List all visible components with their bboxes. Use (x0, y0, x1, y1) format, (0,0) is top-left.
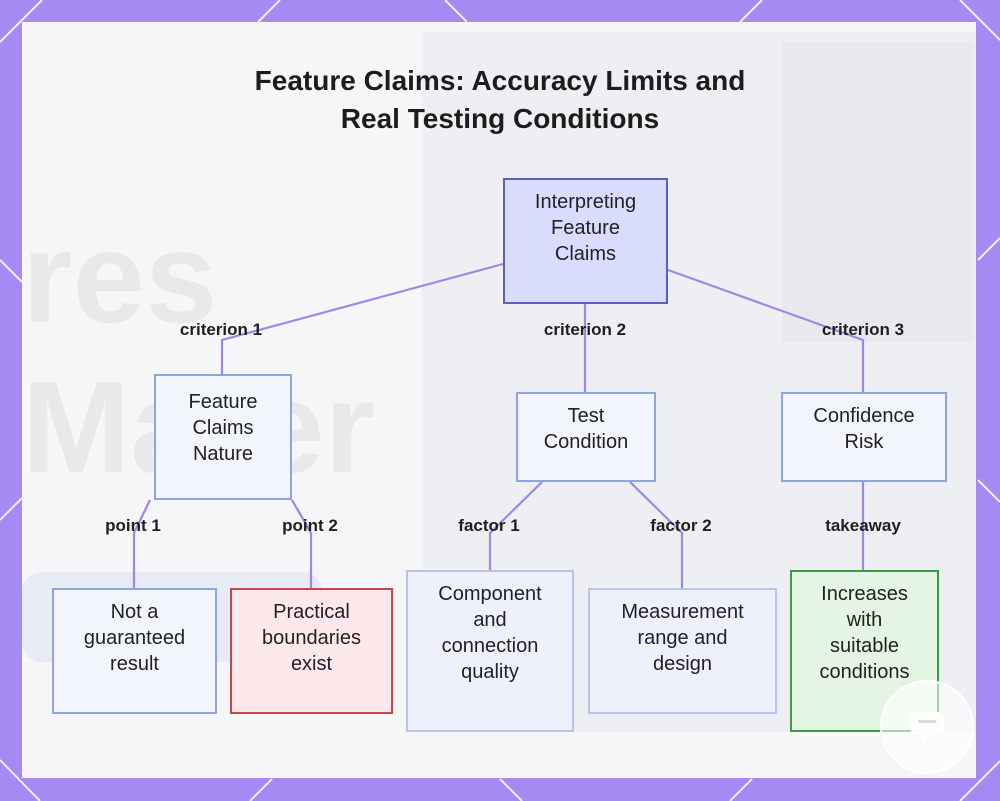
title-line-1: Feature Claims: Accuracy Limits and (254, 65, 746, 96)
diagram-title: Feature Claims: Accuracy Limits and Real… (0, 62, 1000, 138)
edge-criterion-1 (220, 262, 504, 374)
edge-factor-1 (488, 481, 543, 570)
edge-label-criterion-3: criterion 3 (821, 320, 905, 339)
edge-point-2 (291, 499, 313, 588)
edge-label-point-2: point 2 (282, 516, 338, 535)
chat-bubble-icon (910, 712, 944, 744)
edge-label-criterion-2: criterion 2 (543, 320, 627, 339)
edge-factor-2 (629, 481, 684, 588)
edge-label-factor-1: factor 1 (458, 516, 520, 535)
chat-badge[interactable] (880, 680, 974, 774)
edge-label-point-1: point 1 (105, 516, 161, 535)
edge-label-takeaway: takeaway (825, 516, 901, 535)
edge-criterion-3 (667, 268, 865, 392)
edge-label-criterion-1: criterion 1 (179, 320, 263, 339)
edge-point-1 (132, 499, 151, 588)
title-line-2: Real Testing Conditions (340, 103, 660, 134)
watermark-line1: res (22, 204, 217, 350)
edge-label-factor-2: factor 2 (650, 516, 712, 535)
